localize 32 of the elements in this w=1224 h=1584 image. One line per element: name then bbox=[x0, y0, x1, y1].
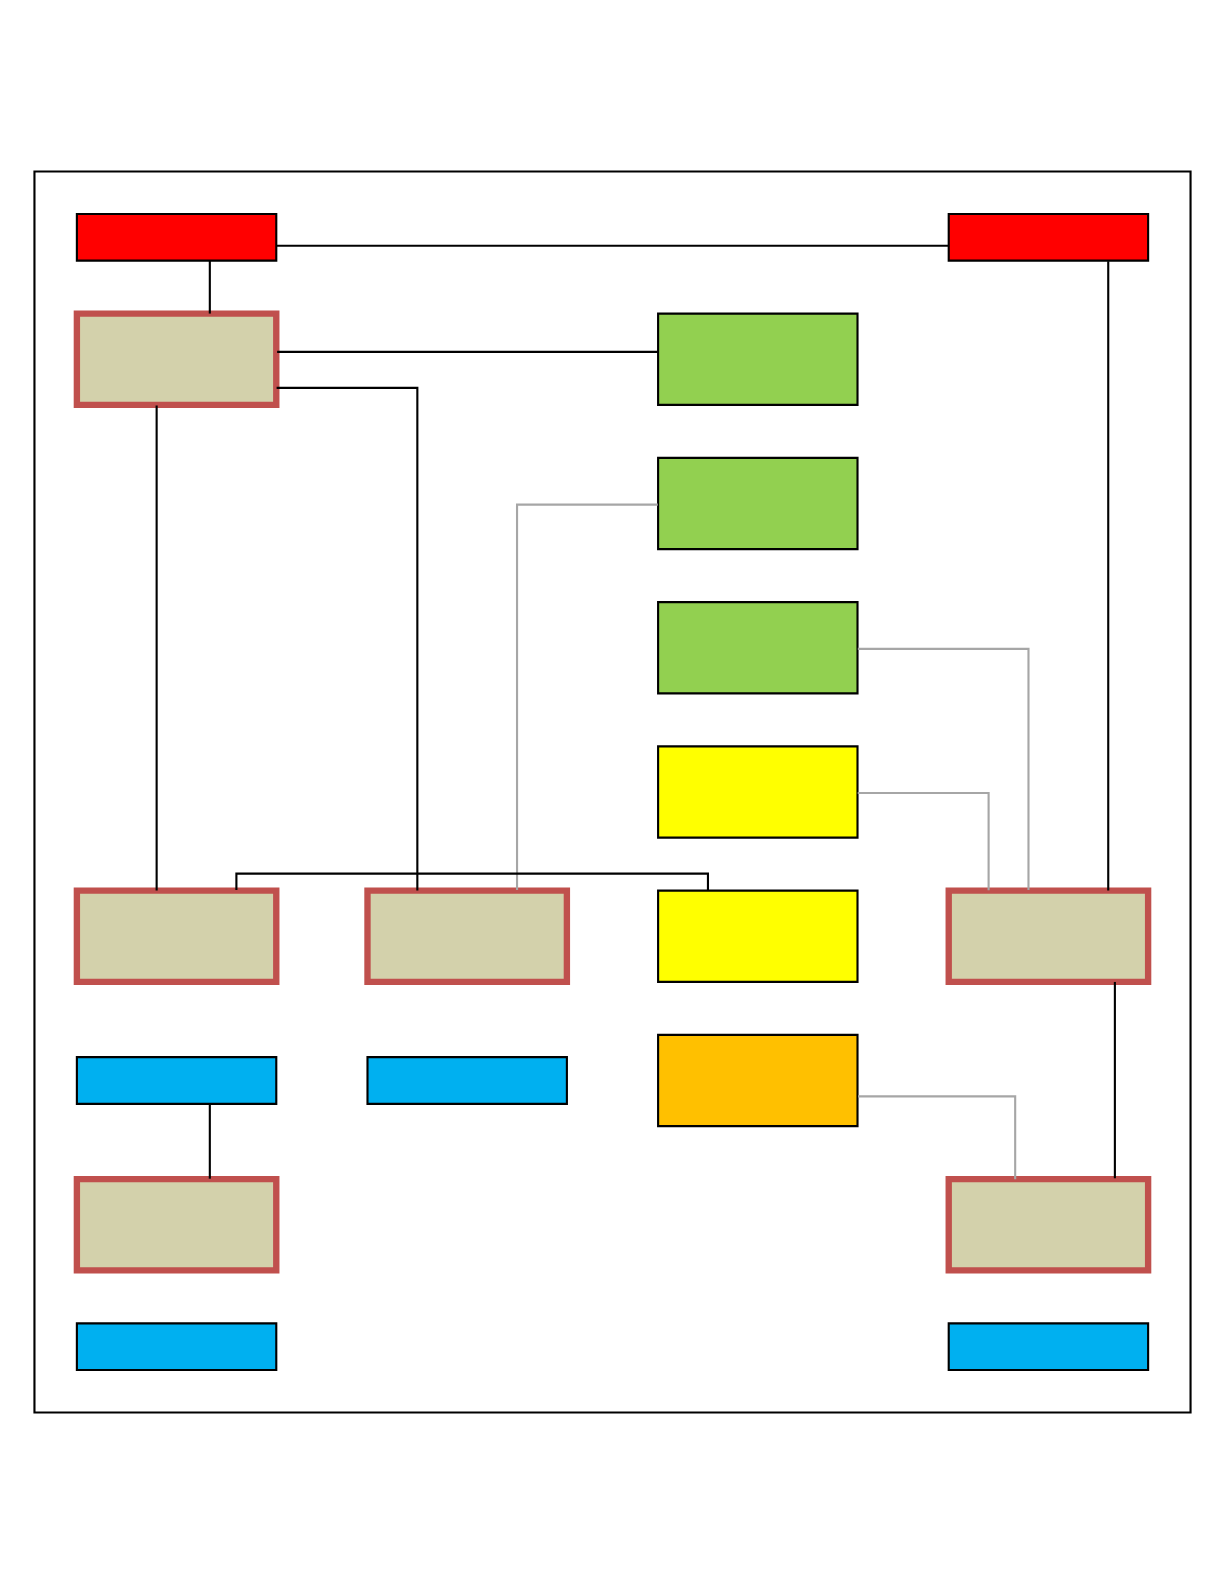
connector bbox=[515, 503, 658, 891]
connector bbox=[1113, 981, 1116, 1179]
node-box bbox=[945, 1175, 1151, 1274]
node-box bbox=[75, 212, 277, 262]
connector bbox=[1106, 261, 1109, 891]
node-box bbox=[363, 887, 570, 986]
node-box bbox=[73, 1175, 279, 1274]
node-box bbox=[365, 1056, 568, 1105]
connector bbox=[276, 386, 418, 891]
node-box bbox=[947, 212, 1149, 262]
connector bbox=[234, 872, 709, 891]
cluster bbox=[32, 170, 1192, 1414]
node-box bbox=[656, 1033, 859, 1128]
node-box bbox=[656, 601, 859, 695]
node-box bbox=[75, 1322, 277, 1372]
connector bbox=[857, 647, 1030, 891]
node-box bbox=[947, 1322, 1149, 1372]
node-box bbox=[656, 312, 859, 406]
connector bbox=[208, 260, 211, 314]
node-box bbox=[656, 889, 859, 983]
node-box bbox=[656, 745, 859, 839]
connector bbox=[276, 350, 658, 353]
node-box bbox=[75, 1056, 277, 1105]
node-box bbox=[656, 456, 859, 551]
connector bbox=[276, 244, 948, 247]
connector bbox=[857, 1095, 1016, 1180]
connector bbox=[857, 792, 990, 891]
connector bbox=[208, 1104, 211, 1179]
node-box bbox=[945, 887, 1151, 986]
node-box bbox=[73, 887, 279, 986]
connector bbox=[155, 405, 158, 891]
node-box bbox=[73, 310, 279, 409]
